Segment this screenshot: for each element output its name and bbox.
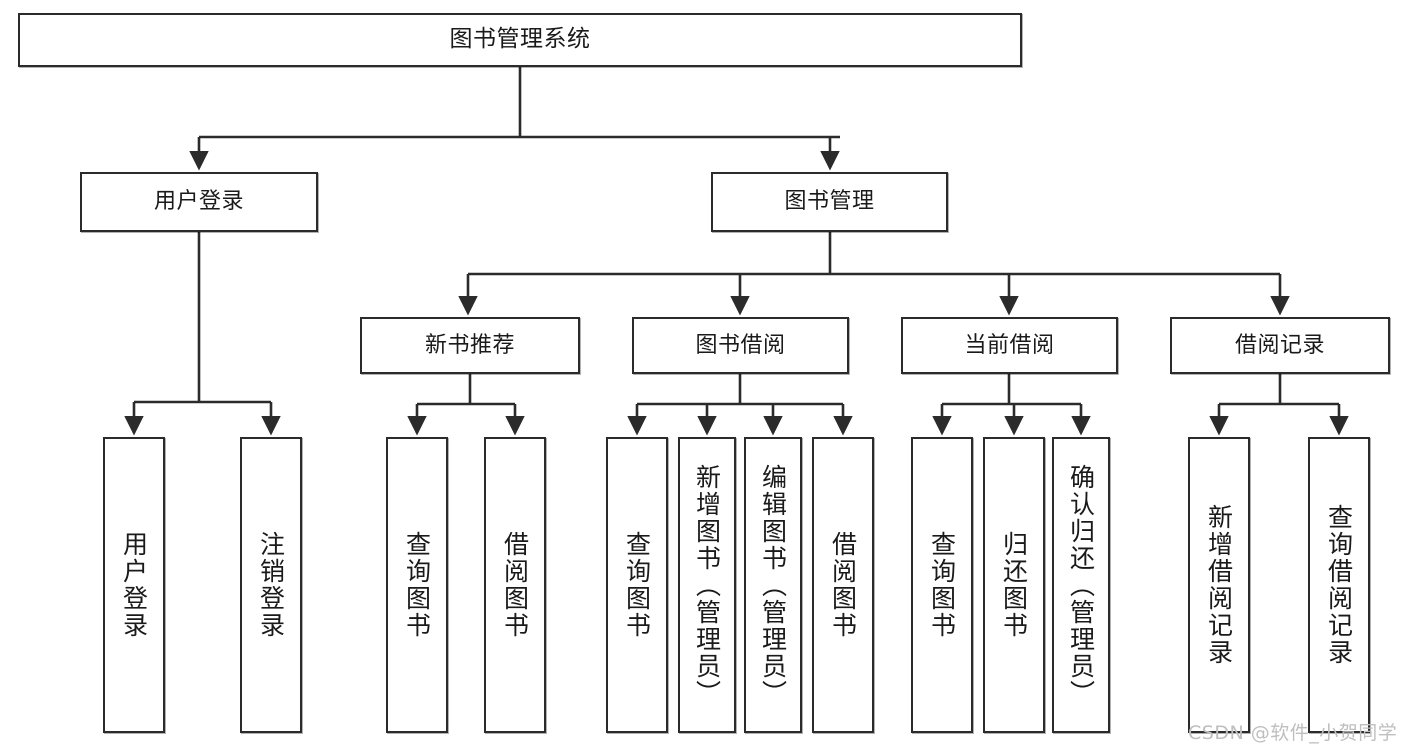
leaf-borrow-book-label: 借阅图书 — [828, 531, 858, 639]
node-user-login-label: 用户登录 — [153, 189, 244, 215]
leaf-add-book-admin-label: 新增图书（管理员） — [692, 463, 722, 707]
node-root[interactable]: 图书管理系统 — [18, 13, 1022, 67]
leaf-logout[interactable]: 注销登录 — [240, 437, 302, 733]
leaf-query-book-borrow[interactable]: 查询图书 — [606, 437, 668, 733]
leaf-query-book-borrow-label: 查询图书 — [622, 531, 652, 639]
leaf-query-borrow-record[interactable]: 查询借阅记录 — [1308, 437, 1370, 733]
leaf-borrow-book-recommend-label: 借阅图书 — [500, 531, 530, 639]
leaf-confirm-return-admin-label: 确认归还（管理员） — [1066, 463, 1096, 707]
node-user-login[interactable]: 用户登录 — [80, 172, 318, 232]
node-current-borrow-label: 当前借阅 — [964, 332, 1055, 358]
node-current-borrow[interactable]: 当前借阅 — [901, 317, 1118, 374]
csdn-watermark: CSDN @软件_小贺同学 — [1188, 722, 1398, 744]
leaf-return-book-label: 归还图书 — [999, 531, 1029, 639]
leaf-add-borrow-record-label: 新增借阅记录 — [1204, 504, 1234, 666]
node-borrow-record-label: 借阅记录 — [1234, 332, 1325, 358]
leaf-user-login[interactable]: 用户登录 — [103, 437, 165, 733]
leaf-edit-book-admin[interactable]: 编辑图书（管理员） — [744, 437, 802, 733]
node-new-book-recommend-label: 新书推荐 — [424, 332, 515, 358]
node-book-management-label: 图书管理 — [784, 189, 875, 215]
leaf-confirm-return-admin[interactable]: 确认归还（管理员） — [1052, 437, 1110, 733]
leaf-edit-book-admin-label: 编辑图书（管理员） — [758, 463, 788, 707]
node-borrow-record[interactable]: 借阅记录 — [1170, 317, 1390, 374]
node-book-borrow-label: 图书借阅 — [695, 332, 786, 358]
leaf-add-book-admin[interactable]: 新增图书（管理员） — [678, 437, 736, 733]
node-book-management[interactable]: 图书管理 — [711, 172, 948, 232]
leaf-borrow-book-recommend[interactable]: 借阅图书 — [484, 437, 546, 733]
leaf-query-book-recommend[interactable]: 查询图书 — [386, 437, 448, 733]
leaf-return-book[interactable]: 归还图书 — [983, 437, 1045, 733]
leaf-query-borrow-record-label: 查询借阅记录 — [1324, 504, 1354, 666]
leaf-add-borrow-record[interactable]: 新增借阅记录 — [1188, 437, 1250, 733]
leaf-query-book-current-label: 查询图书 — [927, 531, 957, 639]
leaf-logout-label: 注销登录 — [256, 531, 286, 639]
node-book-borrow[interactable]: 图书借阅 — [632, 317, 849, 374]
node-root-label: 图书管理系统 — [449, 26, 591, 53]
leaf-query-book-recommend-label: 查询图书 — [402, 531, 432, 639]
leaf-borrow-book[interactable]: 借阅图书 — [812, 437, 874, 733]
leaf-query-book-current[interactable]: 查询图书 — [911, 437, 973, 733]
leaf-user-login-label: 用户登录 — [119, 531, 149, 639]
node-new-book-recommend[interactable]: 新书推荐 — [360, 317, 580, 374]
